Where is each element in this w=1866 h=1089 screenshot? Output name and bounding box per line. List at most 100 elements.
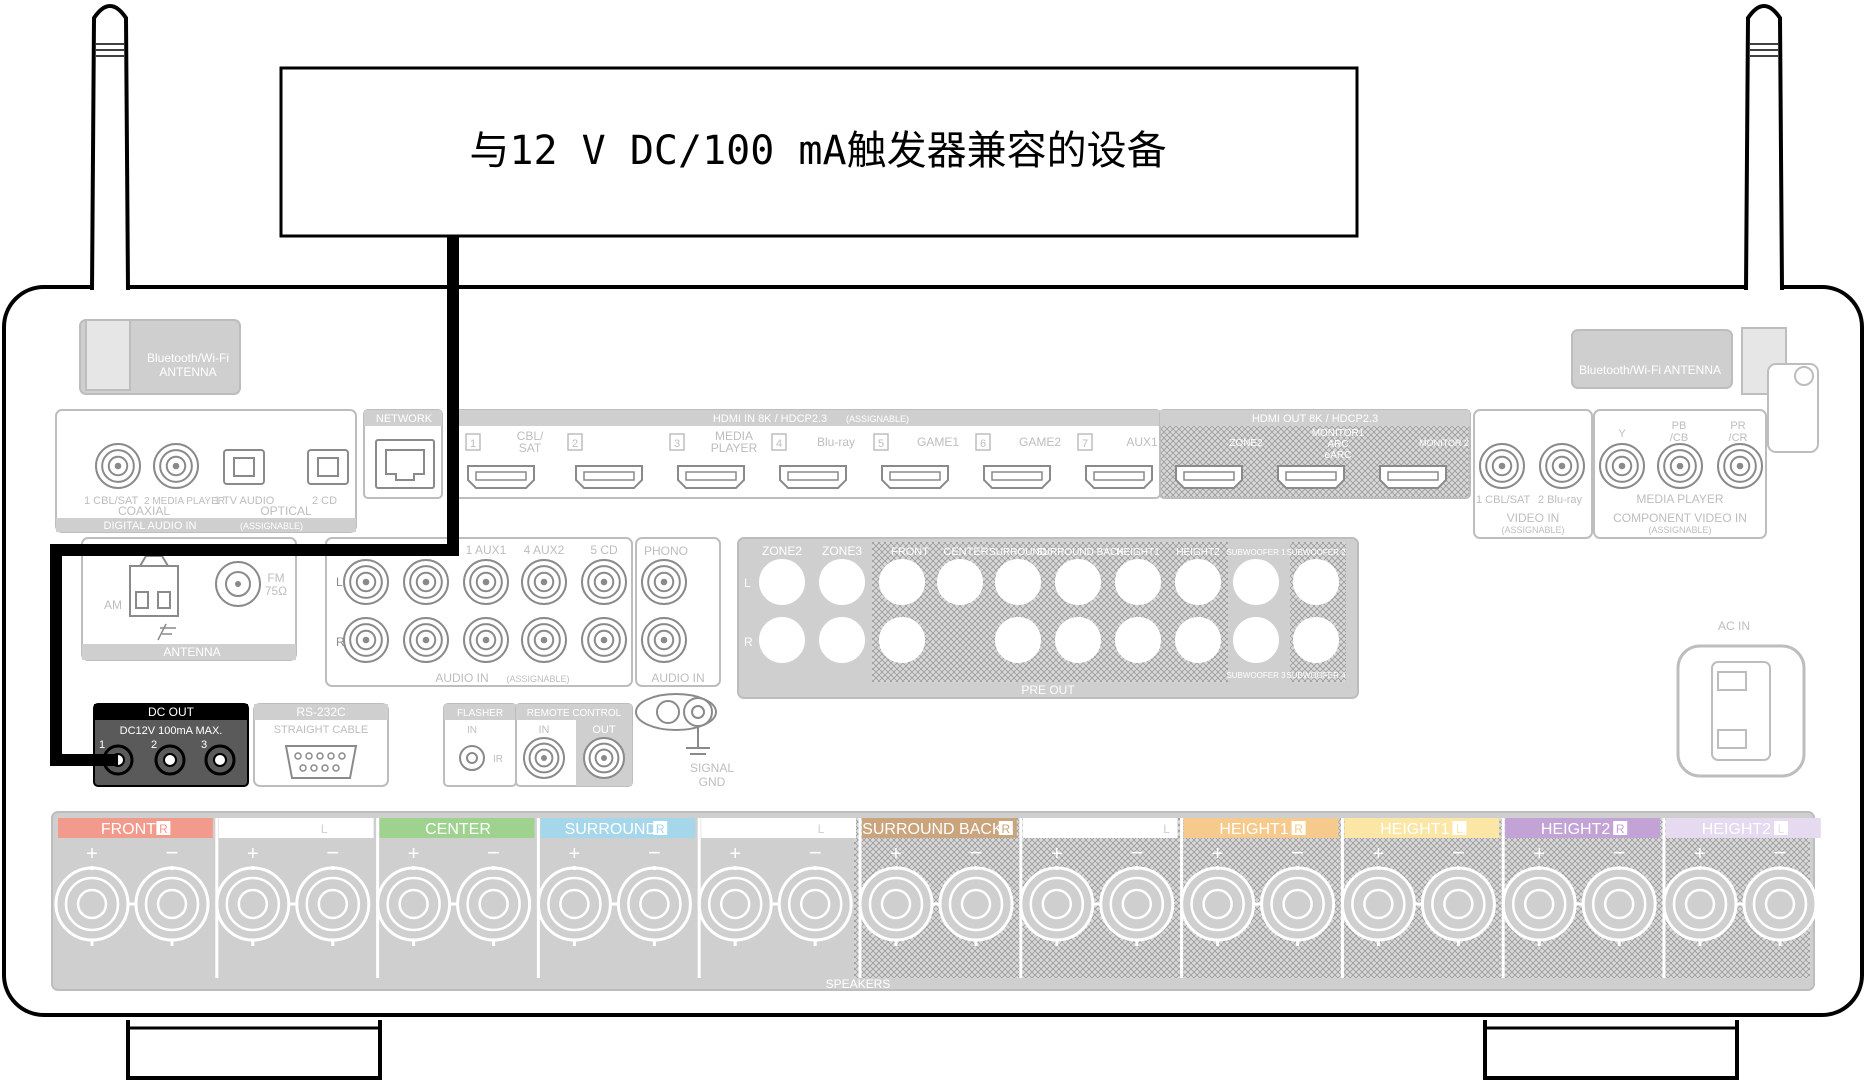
pre-out-channel-label: SUBWOOFER 2 (1286, 548, 1346, 557)
speaker-group-label: SURROUND (565, 821, 657, 838)
hdmi-in-name: PLAYER (711, 441, 758, 455)
zone2-jack-r-inner (771, 629, 793, 651)
pre-out-jack-top-ring (1001, 565, 1035, 599)
speaker-side-box (1159, 821, 1174, 835)
pre-out-jack-bottom-inner (1007, 629, 1029, 651)
speaker-minus-sign: − (1774, 840, 1787, 865)
dc-out-jack-core (213, 753, 227, 767)
speaker-side-box (653, 821, 668, 835)
hdmi-in-num: 5 (878, 438, 884, 450)
hdmi-in-num: 3 (674, 438, 680, 450)
pre-out-jack-top (1293, 559, 1339, 605)
speaker-group-label: HEIGHT1 (1380, 821, 1449, 838)
speaker-terminal-ring (868, 876, 924, 932)
speaker-terminal-ring (225, 876, 281, 932)
trigger-device-callout: 与12 V DC/100 mA触发器兼容的设备 (279, 66, 1359, 238)
speaker-plus-sign: + (1533, 843, 1545, 865)
fm-label: FM (267, 571, 284, 585)
speaker-group-header (1022, 818, 1178, 838)
network-label: NETWORK (376, 413, 433, 425)
zone3-jack-r (819, 617, 865, 663)
media-player-label: MEDIA PLAYER (1636, 492, 1723, 506)
hdmi-in-port-slot (1093, 471, 1145, 481)
pre-out-jack-top (1055, 559, 1101, 605)
video-in-jack-2-inner (1551, 455, 1573, 477)
speaker-side-letter: L (1163, 822, 1170, 836)
rs232c-panel: RS-232C STRAIGHT CABLE (253, 703, 389, 787)
ac-in-label: AC IN (1718, 619, 1750, 633)
trigger-cable (50, 232, 459, 766)
speaker-terminal-core (639, 888, 670, 920)
speaker-group-label: HEIGHT2 (1541, 821, 1610, 838)
coaxial-jack-1-inner (107, 455, 129, 477)
pre-out-jack-bottom-pin (1014, 636, 1022, 644)
speaker-terminal-core (1443, 888, 1474, 920)
zone2-label: ZONE2 (762, 544, 802, 558)
hdmi-in-port (677, 465, 745, 489)
speaker-minus-sign: − (970, 840, 983, 865)
speaker-terminal-core (1603, 888, 1635, 920)
dc-out-jack-number: 1 (99, 739, 105, 751)
remote-in-label: IN (539, 724, 550, 736)
audio-in-jack-r-ring (469, 623, 503, 657)
pre-out-jack-bottom-ring (885, 623, 919, 657)
flasher-in-label: IN (467, 725, 477, 736)
speaker-terminal-ring (547, 876, 602, 932)
audio-in-jack-l-ring (409, 565, 443, 599)
dc-out-title: DC OUT (148, 705, 195, 719)
signal-gnd-label-1: SIGNAL (690, 761, 734, 775)
audio-in-jack-l-ring (349, 565, 383, 599)
phono-jack-r (641, 617, 687, 663)
antenna-right-label: Bluetooth/Wi-Fi ANTENNA (1579, 363, 1721, 377)
audio-in-jack-r (403, 617, 449, 663)
pre-out-jack-bottom-inner (1127, 629, 1149, 651)
pre-out-jack-top-ring (943, 565, 977, 599)
antenna-section-label: ANTENNA (163, 645, 220, 659)
speaker-minus-sign: − (166, 840, 179, 865)
hdmi-in-name: MEDIA (715, 429, 753, 443)
video-in-panel: 1 CBL/SAT 2 Blu-ray VIDEO IN (ASSIGNABLE… (1473, 409, 1593, 539)
audio-in-jack-l-inner (533, 571, 555, 593)
speaker-terminal-ring (707, 876, 763, 932)
speaker-side-letter: R (656, 822, 665, 836)
zone2-jack-r (759, 617, 805, 663)
speaker-terminal-ring (1351, 876, 1406, 932)
speaker-terminal-ring (1109, 876, 1165, 932)
remote-in-jack (523, 737, 565, 779)
zone3-jack-r-pin (838, 636, 846, 644)
audio-in-jack-l-inner (355, 571, 377, 593)
hdmi-in-num-box (669, 433, 685, 451)
hdmi-in-port (575, 465, 643, 489)
zone3-jack-l-inner (831, 571, 853, 593)
coaxial-jack-2-inner (165, 455, 187, 477)
speaker-terminal-core (1764, 888, 1796, 920)
digital-audio-in-label: DIGITAL AUDIO IN (104, 520, 197, 532)
audio-in-jack-l-ring (587, 565, 621, 599)
remote-in-jack-pin (541, 755, 547, 761)
pre-out-jack-bottom-inner (891, 629, 913, 651)
pre-out-jack-bottom-inner (1305, 629, 1327, 651)
speaker-terminal-ring (627, 876, 682, 932)
speaker-terminal-core (1121, 888, 1153, 920)
speaker-side-box (1291, 821, 1306, 835)
audio-in-jack-l-inner (593, 571, 615, 593)
speaker-side-letter: L (818, 822, 825, 836)
pre-out-jack-top-inner (1187, 571, 1209, 593)
pre-out-jack-top-inner (949, 571, 971, 593)
hdmi-in-num: 4 (776, 438, 782, 450)
pre-out-jack-top-ring (1299, 565, 1333, 599)
audio-in-label-1: 1 AUX1 (466, 543, 507, 557)
speaker-terminal-ring (787, 876, 843, 932)
pre-out-jack-top-ring (1239, 565, 1273, 599)
speaker-terminal-core (1684, 888, 1716, 920)
hdmi-in-port-slot (991, 471, 1043, 481)
zone2-jack-r-pin (778, 636, 786, 644)
audio-in-jack-r-inner (533, 629, 555, 651)
speaker-plus-sign: + (729, 843, 741, 865)
phono-jack-l-pin (660, 578, 668, 586)
speaker-group-label: SURROUND (725, 821, 817, 838)
hdmi-out-monitor1-line: ARC (1327, 439, 1348, 450)
coaxial-jack-1 (95, 443, 141, 489)
digital-label-3: 1 TV AUDIO (214, 495, 275, 507)
